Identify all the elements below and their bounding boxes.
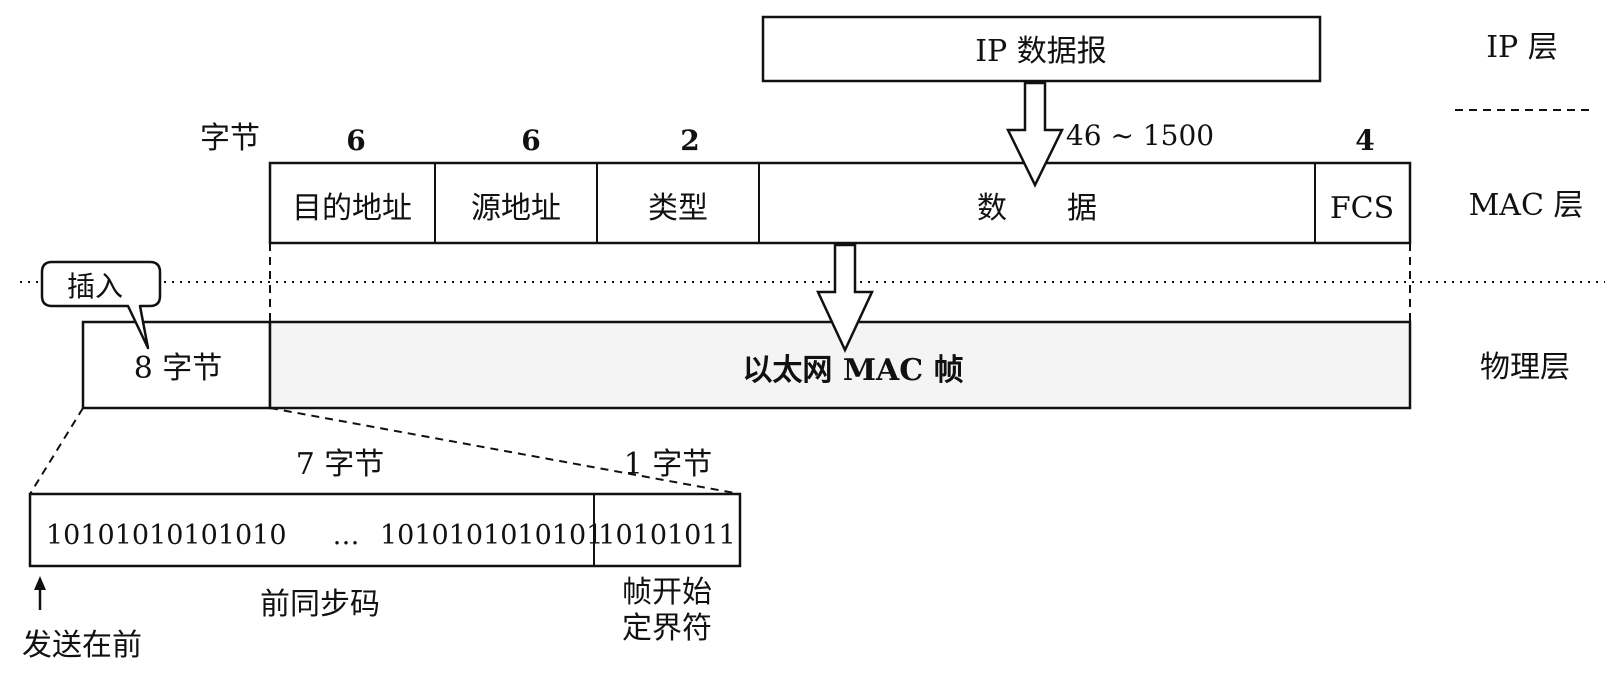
bytes-label: 字节 [200,121,260,156]
insert-callout [40,260,162,350]
mac-frame-block-label: 以太网 MAC 帧 [742,353,963,388]
field-size-fcs: 4 [1355,124,1374,157]
zoom-line-right [269,407,741,495]
sfd-name-line2: 定界符 [622,611,712,646]
sfd-bits: 10101011 [598,520,735,551]
preamble-bits-a: 10101010101010 [46,520,287,551]
transmit-arrow [816,243,874,353]
ip-datagram-box [761,15,1322,83]
layer-label-ip: IP 层 [1486,30,1558,65]
field-type: 类型 [648,191,708,226]
insert-callout-label: 插入 [67,270,123,303]
preamble-block [81,320,272,410]
preamble-detail-box [28,492,742,568]
preamble-bits-b: 1010101010101 [380,520,603,551]
field-size-type: 2 [680,124,699,157]
preamble-name: 前同步码 [260,587,380,622]
field-size-src: 6 [521,124,540,157]
field-dest-addr: 目的地址 [292,191,412,226]
preamble-block-label: 8 字节 [134,351,223,386]
preamble-part1-size: 7 字节 [296,447,385,482]
preamble-ellipsis: … [333,520,360,551]
send-first-label: 发送在前 [22,628,142,663]
field-data: 数 据 [977,191,1097,226]
field-src-addr: 源地址 [471,191,561,226]
layer-label-physical: 物理层 [1480,350,1570,385]
mac-frame-row [268,161,1412,245]
preamble-part2-size: 1 字节 [624,447,713,482]
zoom-line-left [29,407,84,495]
field-size-dest: 6 [346,124,365,157]
field-size-data: 46 ~ 1500 [1066,119,1214,152]
sfd-name-line1: 帧开始 [622,575,712,610]
ip-datagram-label: IP 数据报 [975,34,1107,69]
field-fcs: FCS [1330,191,1394,226]
encapsulate-arrow [1005,81,1065,188]
send-first-arrowhead [34,576,46,590]
layer-label-mac: MAC 层 [1469,188,1584,223]
